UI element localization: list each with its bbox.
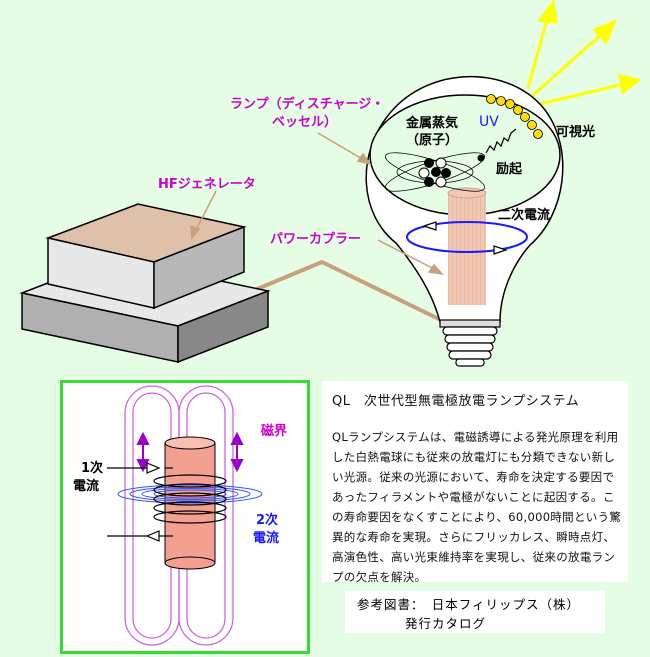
current-leads: [107, 462, 173, 542]
atom-symbol: [385, 152, 485, 192]
ferrite-core: [448, 193, 486, 305]
power-cable: [249, 260, 446, 324]
uv-label: UV: [479, 114, 499, 130]
description-title: QL 次世代型無電極放電ランプシステム: [332, 394, 580, 409]
visible-light-label: 可視光: [556, 125, 596, 140]
lamp-label-line2: ベッセル）: [272, 115, 338, 130]
secondary-current-rings: [117, 484, 263, 504]
hf-generator-box: [19, 203, 271, 364]
photon-dots: [486, 94, 543, 139]
description-body: QLランプシステムは、電磁誘導による発光原理を利用した白熱電球にも従来の放電灯に…: [332, 430, 622, 584]
description-panel: QL 次世代型無電極放電ランプシステム QLランプシステムは、電磁誘導による発光…: [322, 381, 628, 584]
excitation-label: 励起: [496, 162, 523, 177]
lamp-system-illustration: [19, 0, 642, 367]
metal-vapor-label-line2: （原子）: [406, 133, 459, 148]
induction-diagram-panel: 磁界 1次 電流 2次 電流: [60, 380, 310, 654]
field-direction-arrows: [136, 431, 244, 473]
metal-vapor-label-line1: 金属蒸気: [406, 116, 459, 131]
magnetic-field-label: 磁界: [261, 424, 288, 439]
visible-light-rays: [526, 0, 642, 106]
bulb-base: [439, 319, 501, 367]
secondary-current-loop: [406, 221, 528, 253]
secondary-current-label-line2: 電流: [253, 531, 280, 546]
lamp-label-line1: ランプ（ディスチャージ・: [230, 97, 385, 112]
primary-coil: [153, 474, 227, 524]
secondary-current-label: 二次電流: [498, 208, 551, 223]
reference-line1: 参考図書： 日本フィリップス（株）: [357, 597, 581, 612]
primary-current-label-line1: 1次: [81, 461, 104, 476]
primary-current-label-line2: 電流: [73, 479, 100, 494]
reference-line2: 発行カタログ: [405, 616, 487, 631]
power-coupler-label: パワーカプラー: [270, 232, 362, 247]
reference-panel: 参考図書： 日本フィリップス（株） 発行カタログ: [345, 591, 605, 633]
leader-lines: [190, 132, 444, 276]
induction-diagram: [107, 385, 263, 646]
secondary-current-label-line1: 2次: [256, 513, 279, 528]
hf-generator-label: HFジェネレータ: [158, 177, 256, 192]
uv-emission-zigzag: [485, 128, 517, 154]
